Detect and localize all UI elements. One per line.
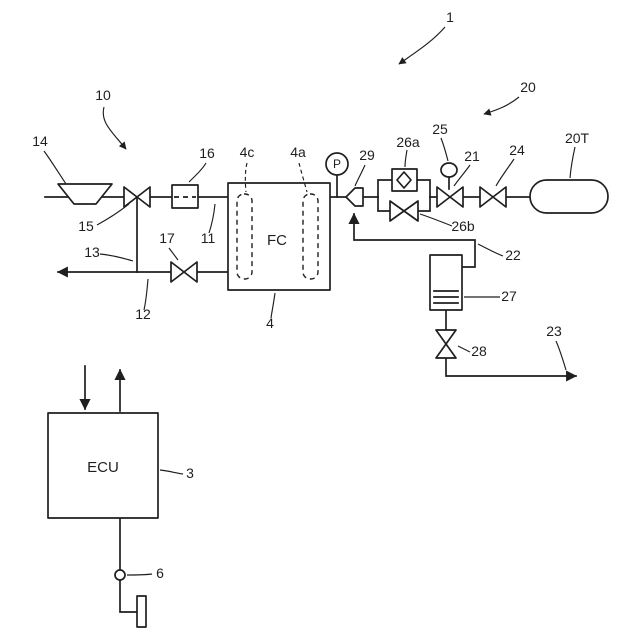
label-ECU: ECU [87, 459, 119, 476]
fuel-cell-stack [227, 182, 331, 291]
leader-20 [483, 96, 520, 116]
label-29: 29 [359, 147, 375, 163]
valve-24 [479, 186, 507, 208]
valve-21 [436, 186, 464, 208]
ecu-sensor-wire-bottom [119, 579, 138, 613]
leader-11 [208, 203, 216, 234]
leader-1 [398, 26, 446, 65]
branch-bottom-26b [377, 196, 431, 212]
leader-24 [495, 158, 515, 187]
leader-4c [244, 162, 248, 193]
label-20: 20 [520, 79, 536, 95]
label-15: 15 [78, 218, 94, 234]
leader-16 [188, 162, 207, 183]
leader-17 [168, 247, 179, 261]
label-3: 3 [186, 465, 194, 481]
label-FC: FC [267, 232, 287, 249]
label-14: 14 [32, 133, 48, 149]
leader-22 [477, 243, 504, 257]
leader-26b [419, 213, 453, 227]
injector-26a-diamond [396, 171, 412, 189]
pilot-valve-25 [440, 162, 458, 178]
label-11: 11 [201, 230, 216, 246]
device-16 [171, 184, 199, 209]
valve-15 [123, 186, 151, 208]
leader-21 [453, 164, 471, 187]
drain-pipe-23-arrow [445, 357, 578, 382]
anode-channel-4a [302, 193, 319, 280]
label-17: 17 [159, 230, 175, 246]
label-25: 25 [432, 121, 448, 137]
label-4a: 4a [290, 144, 306, 160]
leader-28 [457, 345, 471, 353]
recirc-passage-22 [348, 212, 476, 268]
label-26b: 26b [451, 218, 475, 234]
terminal-plate [136, 595, 147, 628]
leader-15 [96, 203, 130, 226]
leader-12 [143, 278, 149, 311]
labels: 1 20 10 14 15 16 4c 4a 11 13 17 12 4 FC … [32, 9, 589, 581]
sensor-6-circle [114, 569, 126, 581]
label-26a: 26a [396, 134, 420, 150]
fuel-cell-body [227, 182, 331, 291]
injector-26a [391, 168, 418, 192]
label-23: 23 [546, 323, 562, 339]
leader-lines [43, 26, 576, 576]
label-27: 27 [501, 288, 517, 304]
label-6: 6 [156, 565, 164, 581]
label-1: 1 [446, 9, 454, 25]
air-intake-funnel [57, 183, 113, 205]
pressure-gauge [325, 152, 349, 176]
leader-20T [569, 146, 576, 179]
label-13: 13 [84, 244, 100, 260]
valve-17 [170, 261, 198, 283]
leader-23 [555, 340, 567, 371]
label-24: 24 [509, 142, 525, 158]
leader-4a [298, 162, 308, 193]
leader-4 [270, 292, 276, 319]
separator-liquid-lines [433, 290, 459, 304]
label-12: 12 [135, 306, 151, 322]
piping-lines [44, 174, 578, 613]
ecu-box [47, 412, 159, 519]
label-21: 21 [464, 148, 480, 164]
label-P: P [333, 157, 341, 171]
hydrogen-tank-20T [529, 179, 609, 214]
cathode-channel-4c [236, 193, 253, 280]
leader-10 [102, 106, 127, 150]
label-20T: 20T [565, 130, 590, 146]
label-4: 4 [266, 315, 274, 331]
label-4c: 4c [240, 144, 255, 160]
ejector-29 [345, 187, 364, 207]
label-28: 28 [471, 343, 487, 359]
valve-26b [389, 200, 419, 222]
drain-valve-28 [435, 329, 457, 359]
leader-3 [159, 469, 184, 475]
leader-26a [404, 149, 408, 168]
label-16: 16 [199, 145, 215, 161]
leader-6 [126, 573, 153, 576]
label-10: 10 [95, 87, 111, 103]
leader-13 [99, 253, 134, 262]
label-22: 22 [505, 247, 521, 263]
components [47, 152, 609, 628]
separator-27 [429, 254, 463, 311]
leader-29 [354, 164, 366, 187]
leader-14 [43, 150, 67, 185]
leader-25 [440, 137, 449, 162]
